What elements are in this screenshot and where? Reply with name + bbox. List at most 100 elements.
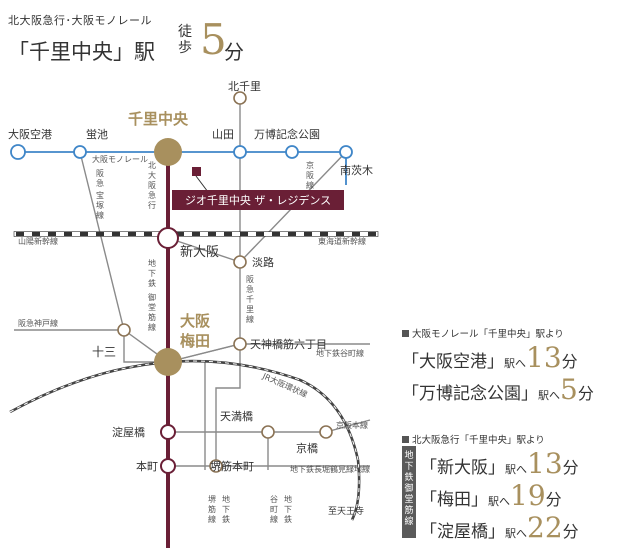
shinkansen-line — [14, 232, 378, 236]
svg-text:地: 地 — [222, 494, 230, 504]
svg-text:地: 地 — [284, 494, 292, 504]
svg-text:線: 線 — [246, 314, 254, 324]
building-label-box — [172, 190, 344, 210]
label-kitasenri: 北千里 — [228, 80, 261, 93]
label-sakaisuji-honmachi: 堺筋本町 — [210, 459, 254, 473]
vlabel-senri: 阪 — [246, 275, 254, 284]
header-station: 「千里中央」駅 — [8, 40, 155, 64]
access-row-banpaku: 「万博記念公園」駅へ5分 — [402, 373, 594, 406]
svg-text:急: 急 — [148, 190, 156, 200]
station-banpaku — [285, 145, 299, 159]
station-minami-ibaraki — [339, 145, 353, 159]
station-senri-chuo — [154, 138, 182, 166]
access-row-umeda: 「梅田」駅へ19分 — [420, 479, 562, 512]
station-juso — [117, 323, 131, 337]
station-shin-osaka — [157, 227, 179, 249]
vlabel-keihan: 京 — [306, 160, 314, 170]
header-lines: 北大阪急行･大阪モノレール — [8, 14, 152, 27]
svg-text:筋: 筋 — [148, 312, 156, 322]
juso-umeda-line — [123, 330, 168, 363]
jr-loop-line — [9, 359, 361, 521]
vlabel-kitakyu: 北 — [148, 161, 156, 170]
label-honmachi: 本町 — [136, 459, 158, 473]
label-minami-ibaraki: 南茨木 — [340, 163, 373, 177]
label-umeda-1: 大阪 — [180, 312, 211, 330]
svg-text:里: 里 — [246, 305, 254, 314]
header-unit: 分 — [224, 40, 244, 64]
header-minutes: 5 — [200, 15, 227, 64]
svg-text:下: 下 — [284, 505, 292, 514]
line-label-monorail: 大阪モノレール — [92, 154, 148, 164]
access-row-shin-osaka: 「新大阪」駅へ13分 — [420, 447, 579, 480]
svg-text:塚: 塚 — [96, 201, 104, 210]
svg-text:下: 下 — [148, 269, 156, 278]
line-label-keihan-main: 京阪本線 — [336, 420, 368, 430]
shinosaka-awaji-line — [167, 237, 241, 263]
svg-text:行: 行 — [148, 200, 156, 210]
station-tenjinbashi — [233, 337, 247, 351]
svg-text:急: 急 — [246, 284, 254, 294]
svg-text:千: 千 — [246, 294, 254, 304]
station-honmachi — [160, 458, 176, 474]
station-osaka-airport — [10, 144, 26, 160]
label-umeda-2: 梅田 — [180, 332, 210, 350]
label-kyobashi: 京橋 — [296, 441, 318, 455]
access-row-airport: 「大阪空港」駅へ13分 — [402, 341, 578, 374]
line-label-hankyu-kobe: 阪急神戸線 — [18, 318, 58, 328]
station-kitasenri — [233, 91, 247, 105]
station-sakaisuji-honmachi — [209, 459, 223, 473]
access-row-yodoyabashi: 「淀屋橋」駅へ22分 — [420, 511, 579, 544]
vlabel-sakaisuji: 堺 — [208, 494, 216, 504]
line-label-nagahori: 地下鉄長堀鶴見緑地線 — [290, 464, 370, 474]
monorail-section-title: 大阪モノレール「千里中央」駅より — [402, 326, 564, 340]
svg-text:御: 御 — [148, 292, 156, 302]
label-senri-chuo: 千里中央 — [128, 110, 189, 128]
label-tenmabashi: 天満橋 — [220, 409, 253, 423]
line-label-sanyo: 山陽新幹線 — [18, 236, 58, 246]
vlabel-tanimachi: 谷 — [270, 495, 278, 504]
svg-text:鉄: 鉄 — [284, 514, 292, 524]
label-awaji: 淡路 — [252, 256, 274, 269]
building-marker — [192, 167, 201, 176]
svg-text:鉄: 鉄 — [222, 514, 230, 524]
label-tenjinbashi: 天神橋筋六丁目 — [250, 337, 327, 351]
bullet-square-icon — [402, 330, 409, 337]
label-juso: 十三 — [92, 345, 116, 359]
station-yamada — [233, 145, 247, 159]
header-toho: 徒歩 — [178, 24, 192, 56]
svg-text:線: 線 — [208, 514, 216, 524]
label-hotarugaike: 蛍池 — [86, 127, 108, 141]
label-banpaku: 万博記念公園 — [254, 127, 320, 141]
label-tennoji: 至天王寺 — [328, 506, 364, 517]
midosuji-badge: 地下鉄御堂筋線 — [402, 446, 416, 538]
kitakyu-section-title: 北大阪急行「千里中央」駅より — [402, 432, 545, 446]
line-label-tanimachi-top: 地下鉄谷町線 — [316, 348, 364, 358]
station-umeda — [154, 348, 182, 376]
svg-text:大: 大 — [148, 170, 156, 180]
bullet-square-icon — [402, 436, 409, 443]
label-yodoyabashi: 淀屋橋 — [112, 425, 145, 439]
svg-text:阪: 阪 — [306, 171, 314, 180]
line-label-tokaido: 東海道新幹線 — [318, 236, 366, 246]
svg-text:堂: 堂 — [148, 302, 156, 312]
svg-text:下: 下 — [222, 505, 230, 514]
svg-text:宝: 宝 — [96, 190, 104, 200]
building-label: ジオ千里中央 ザ・レジデンス — [185, 193, 331, 207]
station-hotarugaike — [73, 145, 87, 159]
station-awaji — [233, 255, 247, 269]
station-kyobashi — [319, 425, 333, 439]
vlabel-hankyu-a: 阪 — [96, 169, 104, 178]
label-shin-osaka: 新大阪 — [180, 244, 219, 260]
svg-text:阪: 阪 — [148, 181, 156, 190]
svg-text:線: 線 — [270, 514, 278, 524]
svg-text:線: 線 — [148, 322, 156, 332]
svg-text:線: 線 — [96, 210, 104, 220]
svg-text:急: 急 — [96, 178, 104, 188]
svg-text:線: 線 — [306, 180, 314, 190]
vlabel-midosuji: 地 — [148, 258, 156, 268]
svg-text:筋: 筋 — [208, 504, 216, 514]
station-tenmabashi — [261, 425, 275, 439]
svg-text:鉄: 鉄 — [148, 278, 156, 288]
label-osaka-airport: 大阪空港 — [8, 127, 52, 141]
